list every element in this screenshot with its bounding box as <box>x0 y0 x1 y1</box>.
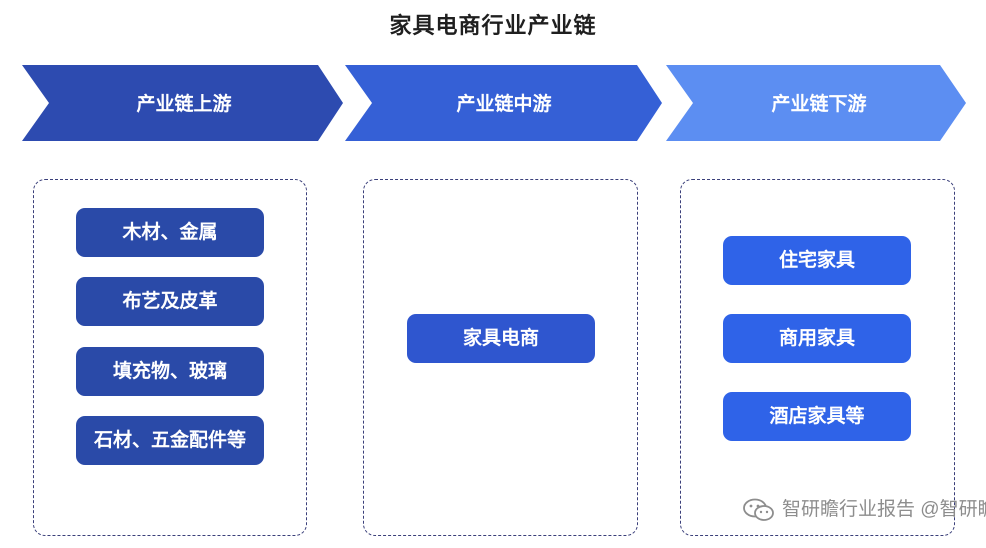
upstream-item: 填充物、玻璃 <box>76 347 264 396</box>
diagram-title: 家具电商行业产业链 <box>389 13 597 38</box>
downstream-panel <box>680 179 955 536</box>
upstream-item: 布艺及皮革 <box>76 277 264 326</box>
downstream-item: 商用家具 <box>723 314 911 363</box>
stage-label-upstream: 产业链上游 <box>136 94 232 115</box>
watermark: 智研瞻行业报告 @智研瞻 <box>742 495 986 525</box>
upstream-panel <box>33 179 307 536</box>
stage-label-downstream: 产业链下游 <box>771 94 867 115</box>
upstream-item: 石材、五金配件等 <box>76 416 264 465</box>
watermark-text: 智研瞻行业报告 @智研瞻 <box>782 499 986 520</box>
downstream-item: 住宅家具 <box>723 236 911 285</box>
downstream-item: 酒店家具等 <box>723 392 911 441</box>
midstream-panel <box>363 179 638 536</box>
midstream-item: 家具电商 <box>407 314 595 363</box>
stage-label-midstream: 产业链中游 <box>456 94 552 115</box>
wechat-icon <box>743 498 774 521</box>
upstream-item: 木材、金属 <box>76 208 264 257</box>
